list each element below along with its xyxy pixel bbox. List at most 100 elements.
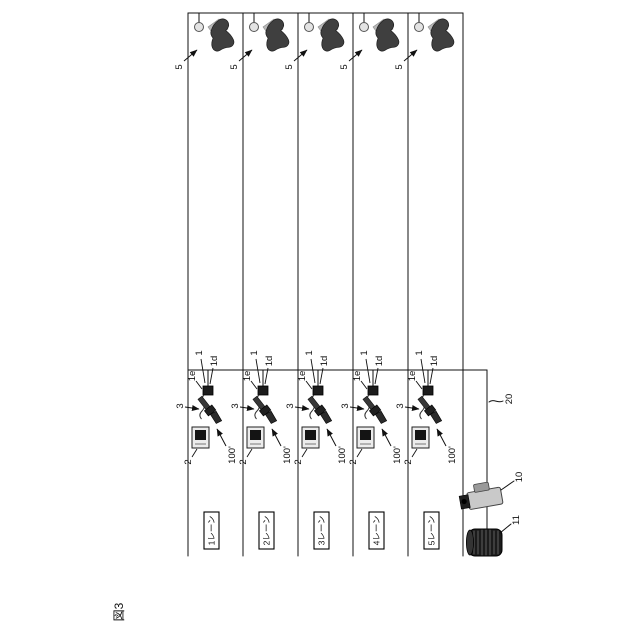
label-1d-leader: [319, 367, 324, 385]
label-5-leader: [183, 49, 198, 62]
label-1e-leader: [360, 380, 368, 390]
monitor-device: [411, 426, 430, 449]
label-1d-leader: [209, 367, 214, 385]
label-2-leader: [301, 448, 308, 458]
label-3: 3: [395, 403, 406, 408]
label-1d: 1d: [319, 356, 330, 367]
lane: 5 1 1d 1e 3 2 100' 3レーン: [284, 13, 348, 550]
label-2: 2: [183, 459, 194, 464]
lane-name-box: [423, 511, 440, 550]
sensor-box: [367, 385, 379, 396]
lane: 5 1 1d 1e 3 2 100' 1レーン: [174, 13, 238, 550]
sensor-box: [202, 385, 214, 396]
target-silhouette: [262, 18, 290, 52]
label-2-leader: [356, 448, 363, 458]
label-100: 100': [227, 446, 238, 464]
label-3-arrow: [294, 405, 310, 411]
label-2-leader: [246, 448, 253, 458]
label-1d-leader: [264, 367, 269, 385]
label-100-arrow: [216, 428, 227, 447]
label-3: 3: [230, 403, 241, 408]
label-2: 2: [293, 459, 304, 464]
label-1: 1: [249, 350, 260, 355]
label-1e-leader: [305, 380, 313, 390]
label-2: 2: [238, 459, 249, 464]
label-5: 5: [174, 64, 185, 69]
label-1e-leader: [195, 380, 203, 390]
label-1e: 1e: [352, 371, 363, 382]
label-3: 3: [175, 403, 186, 408]
label-5-leader: [238, 49, 253, 62]
label-5-leader: [293, 49, 308, 62]
lane: 5 1 1d 1e 3 2 100' 4レーン: [339, 13, 403, 550]
label-5: 5: [284, 64, 295, 69]
label-1d-leader: [374, 367, 379, 385]
label-3-arrow: [239, 405, 255, 411]
target-silhouette: [207, 18, 235, 52]
label-3: 3: [285, 403, 296, 408]
label-100: 100': [337, 446, 348, 464]
monitor-device: [301, 426, 320, 449]
label-1d: 1d: [374, 356, 385, 367]
label-1d: 1d: [429, 356, 440, 367]
label-1d: 1d: [264, 356, 275, 367]
label-10: 10: [514, 472, 525, 483]
lane: 5 1 1d 1e 3 2 100' 5レーン: [394, 13, 458, 550]
label-20-leader: [488, 400, 504, 403]
lamp-icon: [194, 22, 204, 32]
lane-name-box: [313, 511, 330, 550]
label-3-arrow: [349, 405, 365, 411]
label-1e-leader: [415, 380, 423, 390]
label-2: 2: [403, 459, 414, 464]
lamp-icon: [414, 22, 424, 32]
lane-name-box: [203, 511, 220, 550]
figure-caption: 図3: [112, 602, 126, 621]
label-11: 11: [511, 515, 522, 525]
label-1e: 1e: [242, 371, 253, 382]
monitor-device: [246, 426, 265, 449]
label-3-arrow: [184, 405, 200, 411]
sensor-box: [312, 385, 324, 396]
gun-device: [417, 395, 443, 424]
label-11-leader: [499, 523, 512, 534]
sensor-box: [422, 385, 434, 396]
label-1: 1: [359, 350, 370, 355]
target-silhouette: [372, 18, 400, 52]
monitor-device: [356, 426, 375, 449]
label-5: 5: [229, 64, 240, 69]
target-silhouette: [317, 18, 345, 52]
label-100-arrow: [271, 428, 282, 447]
label-100: 100': [392, 446, 403, 464]
label-5-leader: [403, 49, 418, 62]
lane-name-box: [368, 511, 385, 550]
lane-name: 4レーン: [372, 516, 382, 546]
lane-boundary-lines: [187, 12, 464, 557]
label-2: 2: [348, 459, 359, 464]
target-silhouette: [427, 18, 455, 52]
label-3: 3: [340, 403, 351, 408]
label-2-leader: [191, 448, 198, 458]
lane-name: 3レーン: [317, 516, 327, 546]
label-3-arrow: [404, 405, 420, 411]
lamp-icon: [359, 22, 369, 32]
lane-name: 1レーン: [207, 516, 217, 546]
label-100: 100': [282, 446, 293, 464]
label-1: 1: [414, 350, 425, 355]
label-1e-leader: [250, 380, 258, 390]
label-1d-leader: [429, 367, 434, 385]
lamp-icon: [249, 22, 259, 32]
camera-lens: [461, 498, 467, 505]
camera-device: [458, 481, 504, 510]
lane-name-box: [258, 511, 275, 550]
label-100-arrow: [436, 428, 447, 447]
lane: 5 1 1d 1e 3 2 100' 2レーン: [229, 13, 293, 550]
monitor-device: [191, 426, 210, 449]
label-100-arrow: [381, 428, 392, 447]
label-1e: 1e: [407, 371, 418, 382]
gun-device: [252, 395, 278, 424]
lane-name: 5レーン: [427, 516, 437, 546]
gun-device: [307, 395, 333, 424]
lane-name: 2レーン: [262, 516, 272, 546]
